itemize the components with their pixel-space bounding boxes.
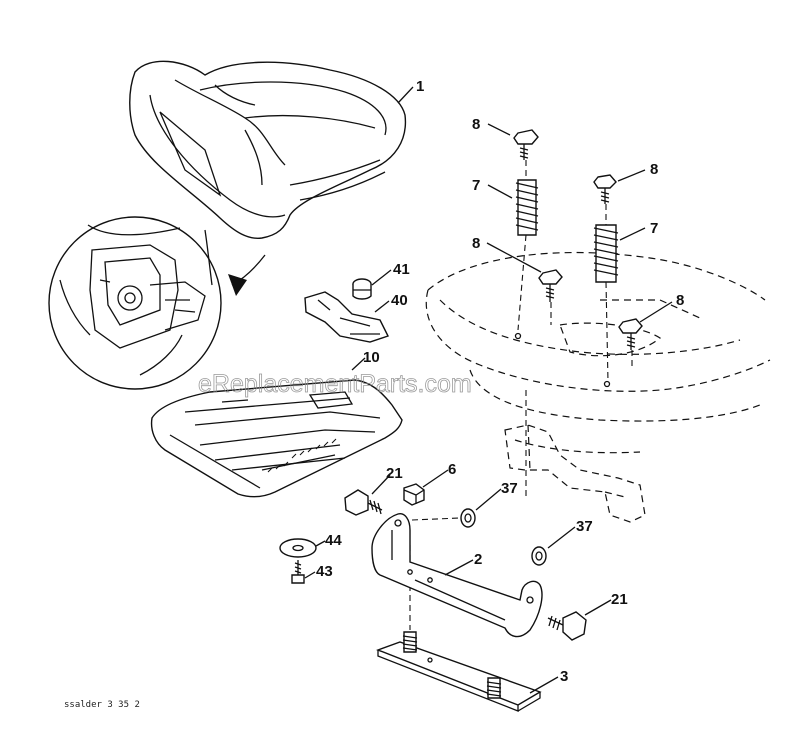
bushing-37-lower — [531, 546, 547, 566]
plate-3 — [376, 631, 542, 712]
callout-37-upper: 37 — [501, 480, 518, 497]
callout-8-mid: 8 — [472, 235, 480, 252]
screw-43 — [291, 560, 305, 584]
spring-7-left — [515, 179, 539, 236]
washer-44 — [279, 538, 317, 558]
callout-6: 6 — [448, 461, 456, 478]
callout-8-top-right: 8 — [650, 161, 658, 178]
bolt-8-top-left — [513, 129, 539, 160]
callout-labels: 1 8 7 8 7 8 8 41 40 10 21 6 37 37 44 43 … — [316, 78, 684, 685]
callout-21-right: 21 — [611, 591, 628, 608]
bolt-21-right — [547, 611, 587, 641]
spring-7-right — [593, 224, 619, 283]
bolt-21-left — [344, 489, 383, 516]
stud-right — [486, 677, 502, 699]
callout-7-left: 7 — [472, 177, 480, 194]
callout-21-left: 21 — [386, 465, 403, 482]
bolt-8-mid-left — [538, 269, 563, 302]
bushing-37-upper — [411, 508, 476, 528]
callout-43: 43 — [316, 563, 333, 580]
callout-37-lower: 37 — [576, 518, 593, 535]
bracket-2 — [371, 513, 543, 638]
nut-6 — [403, 483, 425, 506]
callout-8-right: 8 — [676, 292, 684, 309]
seat — [129, 60, 407, 239]
callout-3: 3 — [560, 668, 568, 685]
callout-10: 10 — [363, 349, 380, 366]
callout-41: 41 — [393, 261, 410, 278]
inset-pointer-arrow — [228, 254, 266, 296]
leader-lines — [304, 86, 673, 694]
stud-left — [402, 631, 418, 653]
knob-41 — [352, 278, 372, 300]
callout-2: 2 — [474, 551, 482, 568]
callout-8-top-left: 8 — [472, 116, 480, 133]
fender-outline — [425, 251, 771, 454]
latch-plate-40 — [304, 291, 389, 343]
drawing-code: ssalder 3 35 2 — [64, 700, 140, 710]
detail-inset — [48, 216, 222, 390]
callout-44: 44 — [325, 532, 342, 549]
callout-1: 1 — [416, 78, 424, 95]
bolt-8-right — [618, 318, 643, 350]
bolt-8-top-right — [593, 174, 617, 204]
callout-40: 40 — [391, 292, 408, 309]
watermark: eReplacementParts.com — [198, 370, 472, 398]
callout-7-right: 7 — [650, 220, 658, 237]
seat-pan-10 — [150, 379, 403, 498]
rear-bracket-dashed — [504, 424, 646, 523]
